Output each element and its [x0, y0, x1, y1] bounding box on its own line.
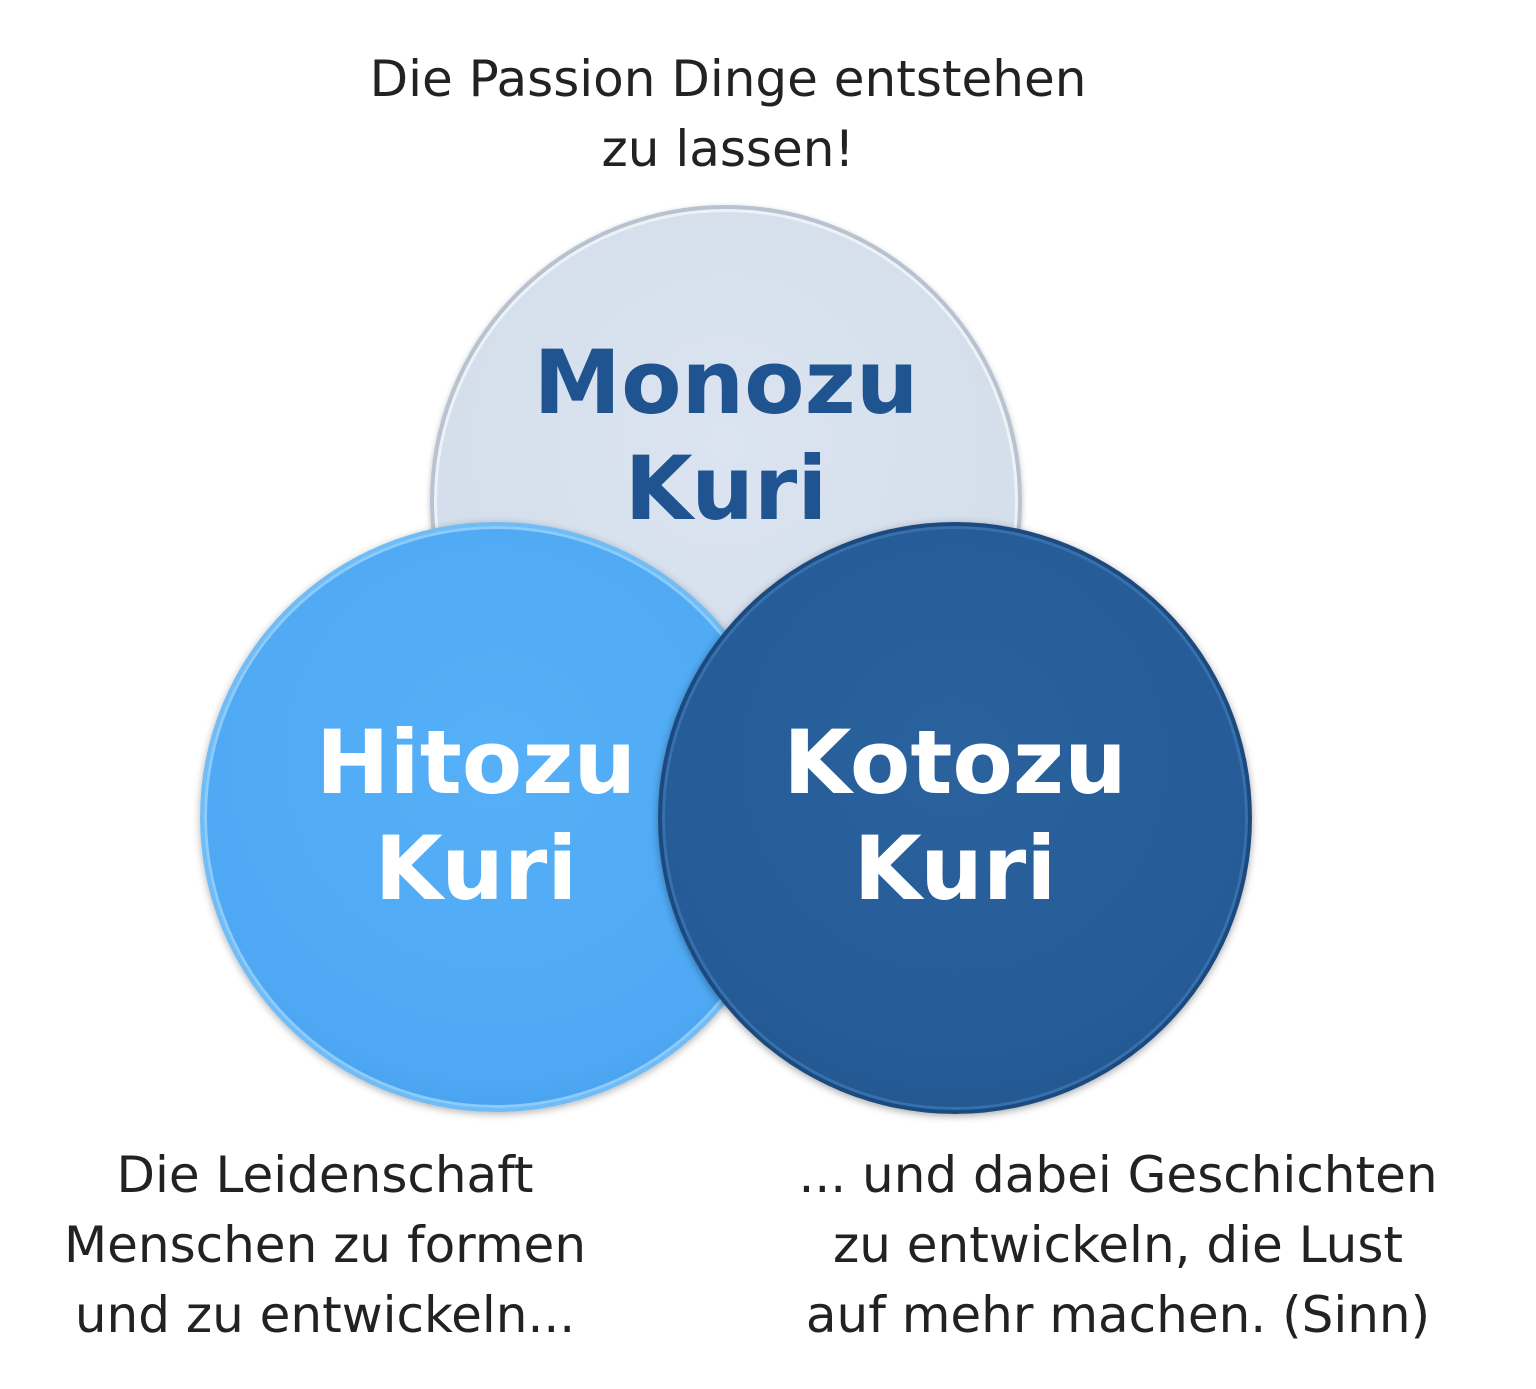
top-caption: Die Passion Dinge entstehen zu lassen! [200, 44, 1256, 184]
hitozu-label-line-1: Hitozu [315, 711, 637, 814]
bottom-left-caption: Die Leidenschaft Menschen zu formen und … [0, 1140, 650, 1350]
bottom-right-caption: ... und dabei Geschichten zu entwickeln,… [700, 1140, 1536, 1350]
hitozu-label-line-2: Kuri [374, 817, 578, 920]
bottom-left-line-2: Menschen zu formen [63, 1216, 587, 1274]
bottom-right-line-3: auf mehr machen. (Sinn) [805, 1286, 1431, 1344]
kotozu-kuri-circle [658, 522, 1252, 1114]
kotozu-label-line-1: Kotozu [783, 711, 1127, 814]
monozu-kuri-label: Monozu Kuri [476, 330, 976, 542]
bottom-left-line-3: und zu entwickeln... [74, 1286, 576, 1344]
bottom-right-line-1: ... und dabei Geschichten [798, 1146, 1438, 1204]
hitozu-kuri-label: Hitozu Kuri [226, 710, 726, 922]
top-caption-line-1: Die Passion Dinge entstehen [369, 50, 1087, 108]
bottom-left-line-1: Die Leidenschaft [116, 1146, 534, 1204]
top-caption-line-2: zu lassen! [601, 120, 855, 178]
kotozu-label-line-2: Kuri [853, 817, 1057, 920]
monozu-label-line-1: Monozu [533, 331, 919, 434]
bottom-right-line-2: zu entwickeln, die Lust [832, 1216, 1404, 1274]
monozu-label-line-2: Kuri [624, 437, 828, 540]
kotozu-kuri-label: Kotozu Kuri [705, 710, 1205, 922]
